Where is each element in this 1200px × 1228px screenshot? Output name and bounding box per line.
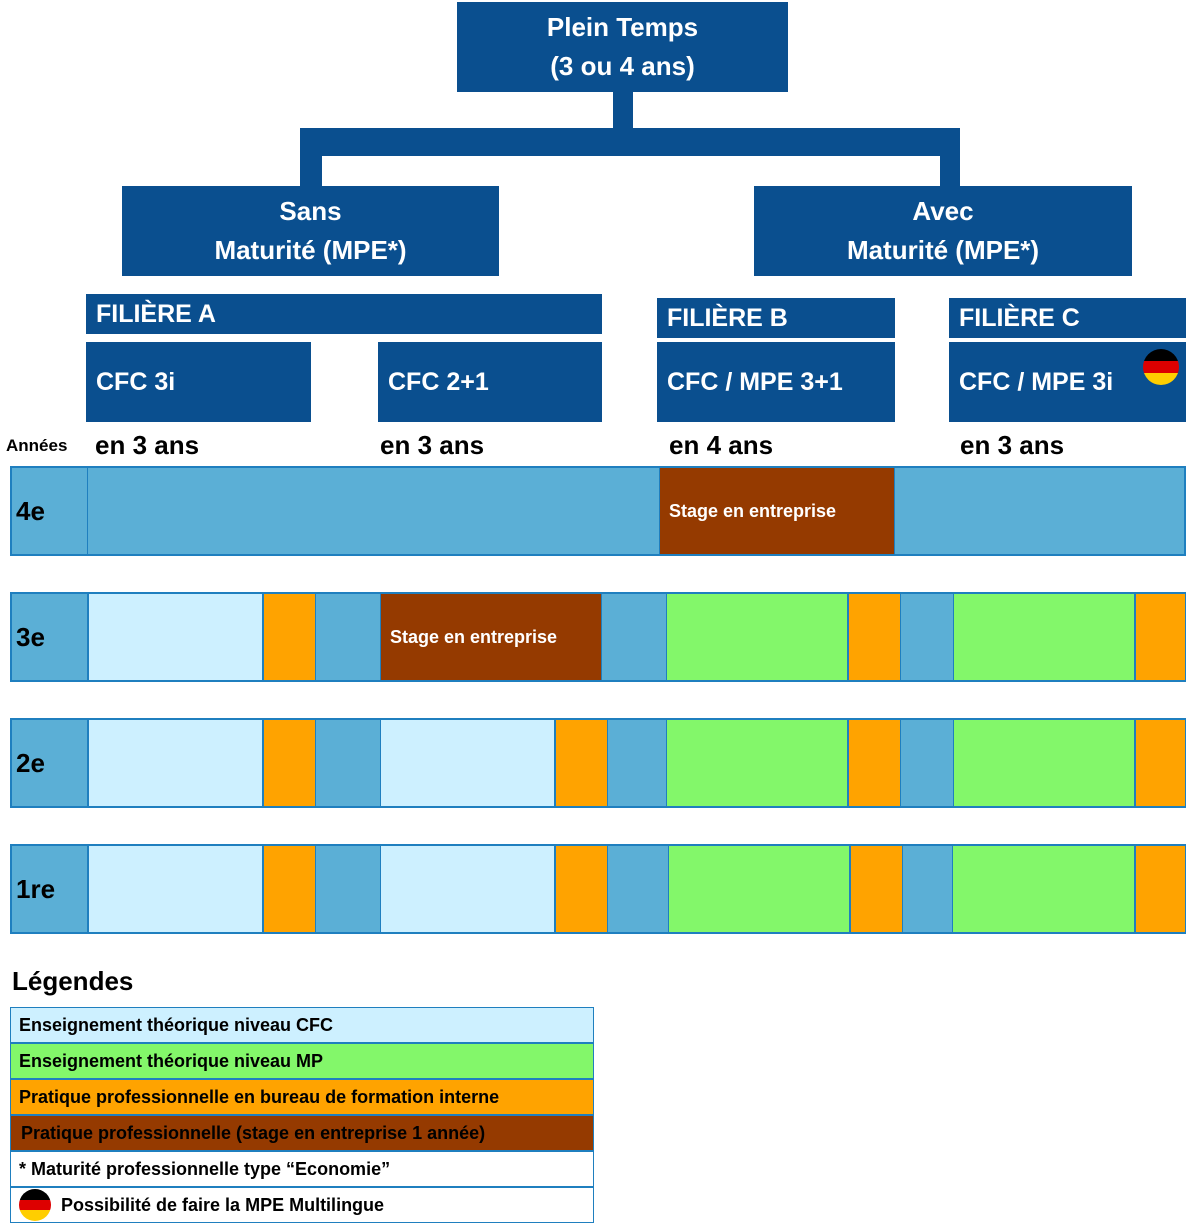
segment-internal-practice	[555, 846, 608, 932]
avec-maturite-box: Avec Maturité (MPE*)	[754, 186, 1132, 276]
avec-subtitle: Maturité (MPE*)	[846, 235, 1040, 265]
year-label: 3e	[12, 594, 88, 680]
year-row-4e: 4e Stage en entreprise	[10, 466, 1186, 556]
legend-note-economie: * Maturité professionnelle type “Economi…	[10, 1151, 594, 1187]
duration-cfc-3i: en 3 ans	[95, 430, 200, 460]
legend-stage: Pratique professionnelle (stage en entre…	[10, 1115, 594, 1151]
segment-internal-practice	[848, 594, 901, 680]
year-row-3e: 3e Stage en entreprise	[10, 592, 1186, 682]
segment-internal-practice	[1135, 846, 1186, 932]
program-cfc-2-1: CFC 2+1	[378, 342, 602, 422]
years-label: Années	[6, 436, 68, 455]
segment-cfc-theory	[88, 720, 263, 806]
sans-title: Sans	[279, 196, 342, 226]
segment-internal-practice	[1135, 594, 1186, 680]
year-row-1re: 1re	[10, 844, 1186, 934]
segment-internal-practice	[1135, 720, 1186, 806]
segment-cfc-theory	[380, 846, 555, 932]
program-cfc-3i: CFC 3i	[86, 342, 311, 422]
year-label: 2e	[12, 720, 88, 806]
segment-mp-theory	[668, 846, 850, 932]
segment-internal-practice	[850, 846, 903, 932]
stage-en-entreprise-b: Stage en entreprise	[659, 468, 895, 554]
segment-internal-practice	[848, 720, 901, 806]
segment-mp-theory	[666, 594, 848, 680]
segment-internal-practice	[555, 720, 608, 806]
stage-label: Stage en entreprise	[390, 626, 558, 647]
legend-multilingue: Possibilité de faire la MPE Multilingue	[10, 1187, 594, 1223]
connector-left-down	[300, 128, 322, 188]
avec-title: Avec	[912, 196, 974, 226]
filiere-b: FILIÈRE B	[657, 298, 895, 338]
segment-mp-theory	[953, 720, 1135, 806]
segment-cfc-theory	[380, 720, 555, 806]
segment-mp-theory	[666, 720, 848, 806]
program-cfc-mpe-3i-label: CFC / MPE 3i	[959, 367, 1114, 396]
segment-mp-theory	[953, 594, 1135, 680]
root-box: Plein Temps (3 ou 4 ans)	[457, 2, 788, 92]
program-cfc-mpe-3-1: CFC / MPE 3+1	[657, 342, 895, 422]
german-flag-icon	[19, 1189, 51, 1221]
year-label: 1re	[12, 846, 88, 932]
filiere-c: FILIÈRE C	[949, 298, 1186, 338]
legend-multilingue-label: Possibilité de faire la MPE Multilingue	[61, 1194, 385, 1215]
stage-en-entreprise-a: Stage en entreprise	[380, 594, 602, 680]
connector-right-down	[940, 128, 960, 188]
sans-maturite-box: Sans Maturité (MPE*)	[122, 186, 499, 276]
year-row-2e: 2e	[10, 718, 1186, 808]
duration-cfc-2-1: en 3 ans	[380, 430, 485, 460]
duration-cfc-mpe-3i: en 3 ans	[960, 430, 1065, 460]
connector-root-down	[613, 92, 633, 132]
segment-mp-theory	[952, 846, 1135, 932]
segment-cfc-theory	[88, 846, 263, 932]
segment-internal-practice	[263, 846, 316, 932]
legend-title: Légendes	[12, 966, 134, 996]
segment-internal-practice	[263, 594, 316, 680]
connector-horizontal	[300, 128, 960, 156]
sans-subtitle: Maturité (MPE*)	[214, 235, 407, 265]
legend-mp-theory: Enseignement théorique niveau MP	[10, 1043, 594, 1079]
segment-cfc-theory	[88, 594, 263, 680]
root-subtitle: (3 ou 4 ans)	[550, 51, 695, 81]
filiere-a: FILIÈRE A	[86, 294, 602, 334]
segment-internal-practice	[263, 720, 316, 806]
year-label: 4e	[12, 468, 88, 554]
german-flag-icon	[1143, 349, 1179, 385]
legend-cfc-theory: Enseignement théorique niveau CFC	[10, 1007, 594, 1043]
root-title: Plein Temps	[546, 12, 699, 42]
legend-internal-practice: Pratique professionnelle en bureau de fo…	[10, 1079, 594, 1115]
stage-label: Stage en entreprise	[669, 500, 837, 521]
duration-cfc-mpe-3-1: en 4 ans	[669, 430, 774, 460]
